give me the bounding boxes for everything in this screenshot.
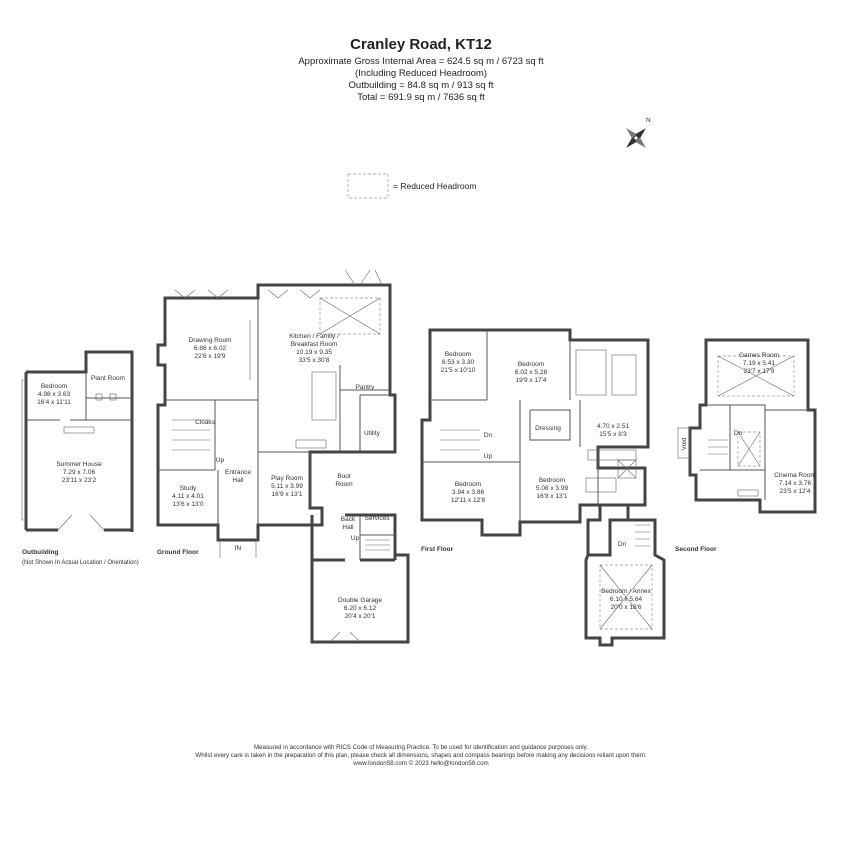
plan-title: Cranley Road, KT12 [350, 36, 492, 53]
ground-floor-plan [156, 269, 410, 644]
ff-bedroom-3-imperial: 12'11 x 12'8 [451, 497, 486, 504]
gf-back-hall-name-2: Hall [342, 524, 354, 531]
gf-drawing-room-metric: 6.86 x 6.02 [194, 345, 227, 352]
gf-up-label: Up [216, 457, 225, 464]
ff-dn-label-2: Dn [618, 541, 627, 548]
sf-games-room-imperial: 23'7 x 17'9 [743, 368, 774, 375]
ff-up-label: Up [484, 453, 493, 460]
ob-bedroom-imperial: 16'4 x 11'11 [37, 399, 71, 406]
gf-play-room-imperial: 16'9 x 13'1 [271, 491, 302, 498]
compass-icon [626, 128, 646, 148]
gf-garage-metric: 6.20 x 6.12 [344, 605, 377, 612]
ob-bedroom-name: Bedroom [41, 383, 67, 390]
gf-entrance-hall-name-1: Entrance [225, 469, 251, 476]
gf-boot-room-name-2: Room [335, 481, 352, 488]
ff-bedroom-3-name: Bedroom [455, 481, 481, 488]
sf-games-room-metric: 7.19 x 5.41 [743, 360, 776, 367]
gf-garage-imperial: 20'4 x 20'1 [344, 613, 375, 620]
sf-void-label: Void [681, 437, 688, 450]
sf-cinema-room-name: Cinema Room [774, 472, 816, 479]
ff-bedroom-1-imperial: 21'5 x 10'10 [441, 367, 476, 374]
second-floor-plan [677, 338, 817, 514]
sf-dn-label: Dn [734, 430, 743, 437]
gf-up-label-2: Up [351, 535, 360, 542]
footer-line-1: Measured in accordance with RICS Code of… [253, 744, 589, 751]
ob-plant-room-name: Plant Room [91, 375, 125, 382]
outbuilding-floor-label: Outbuilding [22, 549, 58, 556]
footer-line-2: Whilst every care is taken in the prepar… [195, 752, 647, 759]
ob-summer-house-metric: 7.29 x 7.06 [63, 469, 96, 476]
ff-bedroom-1-metric: 6.53 x 3.30 [442, 359, 475, 366]
gf-study-name: Study [180, 485, 197, 492]
area-line-2: (Including Reduced Headroom) [354, 68, 488, 79]
gf-drawing-room-name: Drawing Room [189, 337, 232, 344]
ff-bedroom-2-name: Bedroom [518, 361, 544, 368]
gf-play-room-metric: 5.11 x 3.99 [271, 483, 303, 490]
ff-annex-metric: 6.10 x 5.64 [610, 596, 643, 603]
ff-dressing-name: Dressing [535, 425, 561, 432]
ob-summer-house-imperial: 23'11 x 23'2 [62, 477, 97, 484]
area-line-4: Total = 691.9 sq m / 7636 sq ft [357, 92, 485, 103]
gf-boot-room-name-1: Boot [337, 473, 351, 480]
first-floor-label: First Floor [421, 546, 454, 553]
area-line-1: Approximate Gross Internal Area = 624.5 … [298, 56, 544, 67]
gf-entrance-hall-name-2: Hall [232, 477, 244, 484]
gf-cloaks-name: Cloaks [195, 419, 216, 426]
ff-bedroom-4-imperial: 16'8 x 13'1 [536, 493, 567, 500]
footer-line-3: www.london58.com © 2023 hello@london58.c… [353, 760, 489, 767]
second-floor-label: Second Floor [675, 546, 717, 553]
sf-cinema-room-imperial: 23'5 x 12'4 [779, 488, 810, 495]
gf-study-metric: 4.11 x 4.01 [172, 493, 204, 500]
gf-kitchen-imperial: 33'5 x 30'8 [298, 357, 329, 364]
gf-services-name: Services [365, 515, 391, 522]
ff-annex-imperial: 20'0 x 18'6 [610, 604, 641, 611]
ff-dn-label: Dn [484, 432, 493, 439]
gf-pantry-name: Pantry [356, 384, 376, 391]
outbuilding-note: (Not Shown In Actual Location / Orientat… [22, 560, 139, 566]
first-floor-plan [420, 328, 666, 647]
ground-floor-label: Ground Floor [157, 549, 199, 556]
reduced-headroom-swatch [347, 173, 389, 199]
ff-ensuite-imperial: 15'5 x 8'3 [599, 431, 627, 438]
gf-drawing-room-imperial: 22'6 x 19'9 [194, 353, 225, 360]
gf-utility-name: Utility [364, 430, 381, 437]
outbuilding-plan [21, 350, 134, 532]
ff-bedroom-4-name: Bedroom [539, 477, 565, 484]
ff-ensuite-metric: 4.70 x 2.51 [597, 423, 630, 430]
gf-play-room-name: Play Room [271, 475, 303, 482]
gf-kitchen-name-1: Kitchen / Family / [289, 333, 339, 340]
compass-north-label: N [646, 117, 651, 124]
gf-study-imperial: 13'6 x 13'0 [172, 501, 203, 508]
legend-label: = Reduced Headroom [393, 181, 476, 191]
ff-bedroom-1-name: Bedroom [445, 351, 471, 358]
ff-bedroom-3-metric: 3.94 x 3.86 [452, 489, 485, 496]
ob-summer-house-name: Summer House [56, 461, 102, 468]
sf-cinema-room-metric: 7.14 x 3.76 [779, 480, 812, 487]
gf-garage-name: Double Garage [338, 597, 382, 604]
gf-back-hall-name-1: Back [341, 516, 356, 523]
ff-bedroom-2-metric: 6.02 x 5.28 [515, 369, 548, 376]
area-line-3: Outbuilding = 84.8 sq m / 913 sq ft [348, 80, 494, 91]
ff-bedroom-4-metric: 5.08 x 3.99 [536, 485, 569, 492]
sf-games-room-name: Games Room [739, 352, 779, 359]
ff-annex-name: Bedroom / Annex [601, 588, 652, 595]
ff-bedroom-2-imperial: 19'9 x 17'4 [515, 377, 546, 384]
gf-in-label: IN [235, 545, 242, 552]
gf-kitchen-name-2: Breakfast Room [291, 341, 338, 348]
ob-bedroom-metric: 4.98 x 3.63 [38, 391, 71, 398]
gf-kitchen-metric: 10.19 x 9.35 [296, 349, 332, 356]
